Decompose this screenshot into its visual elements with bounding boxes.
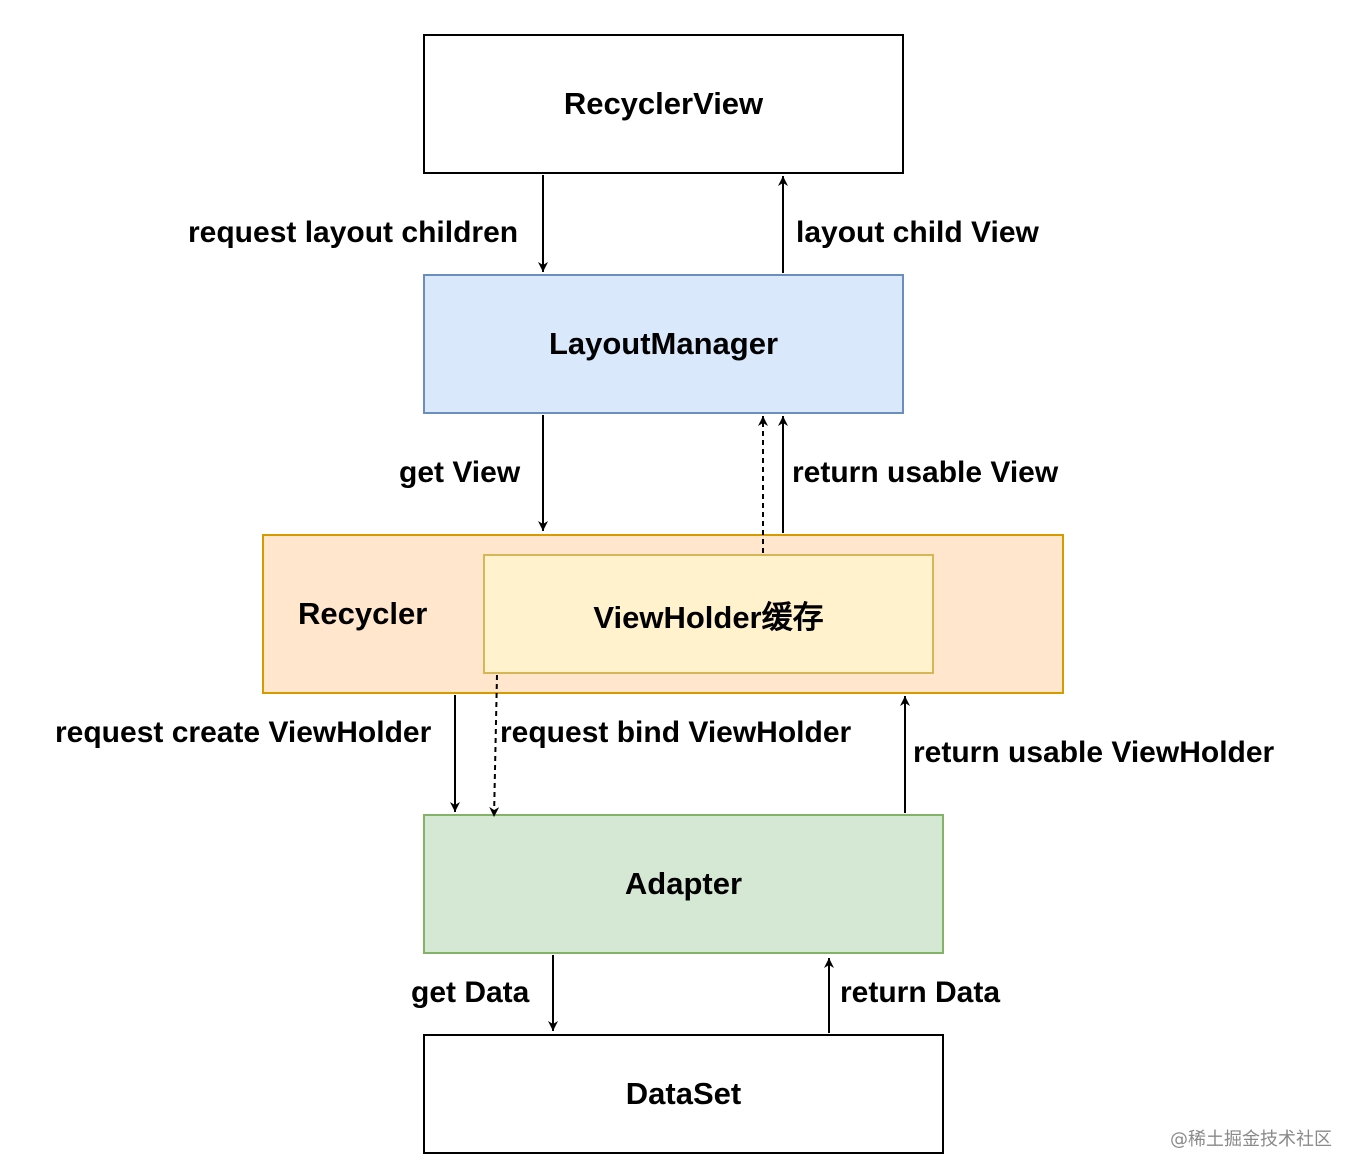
label-request-layout-children: request layout children <box>188 216 519 249</box>
recycler-label: Recycler <box>298 596 428 631</box>
label-layout-child-view: layout child View <box>796 216 1039 249</box>
layoutmanager-node: LayoutManager <box>423 274 904 414</box>
recyclerview-label: RecyclerView <box>563 86 764 121</box>
dataset-node: DataSet <box>423 1034 944 1154</box>
label-return-usable-view: return usable View <box>792 456 1059 489</box>
layoutmanager-label: LayoutManager <box>548 326 779 361</box>
label-request-create-viewholder: request create ViewHolder <box>55 716 432 749</box>
adapter-label: Adapter <box>624 866 743 901</box>
viewholder-cache-node: ViewHolder缓存 <box>483 554 934 674</box>
watermark: @稀土掘金技术社区 <box>1170 1129 1332 1150</box>
label-get-data: get Data <box>411 976 530 1009</box>
recyclerview-node: RecyclerView <box>423 34 904 174</box>
label-return-usable-viewholder: return usable ViewHolder <box>913 736 1275 769</box>
dataset-label: DataSet <box>625 1076 742 1111</box>
arrow-request-bind-viewholder <box>489 674 500 818</box>
label-request-bind-viewholder: request bind ViewHolder <box>500 716 852 749</box>
adapter-node: Adapter <box>423 814 944 954</box>
viewholder-cache-label: ViewHolder缓存 <box>593 599 824 635</box>
label-get-view: get View <box>399 456 521 489</box>
label-return-data: return Data <box>840 976 1001 1009</box>
